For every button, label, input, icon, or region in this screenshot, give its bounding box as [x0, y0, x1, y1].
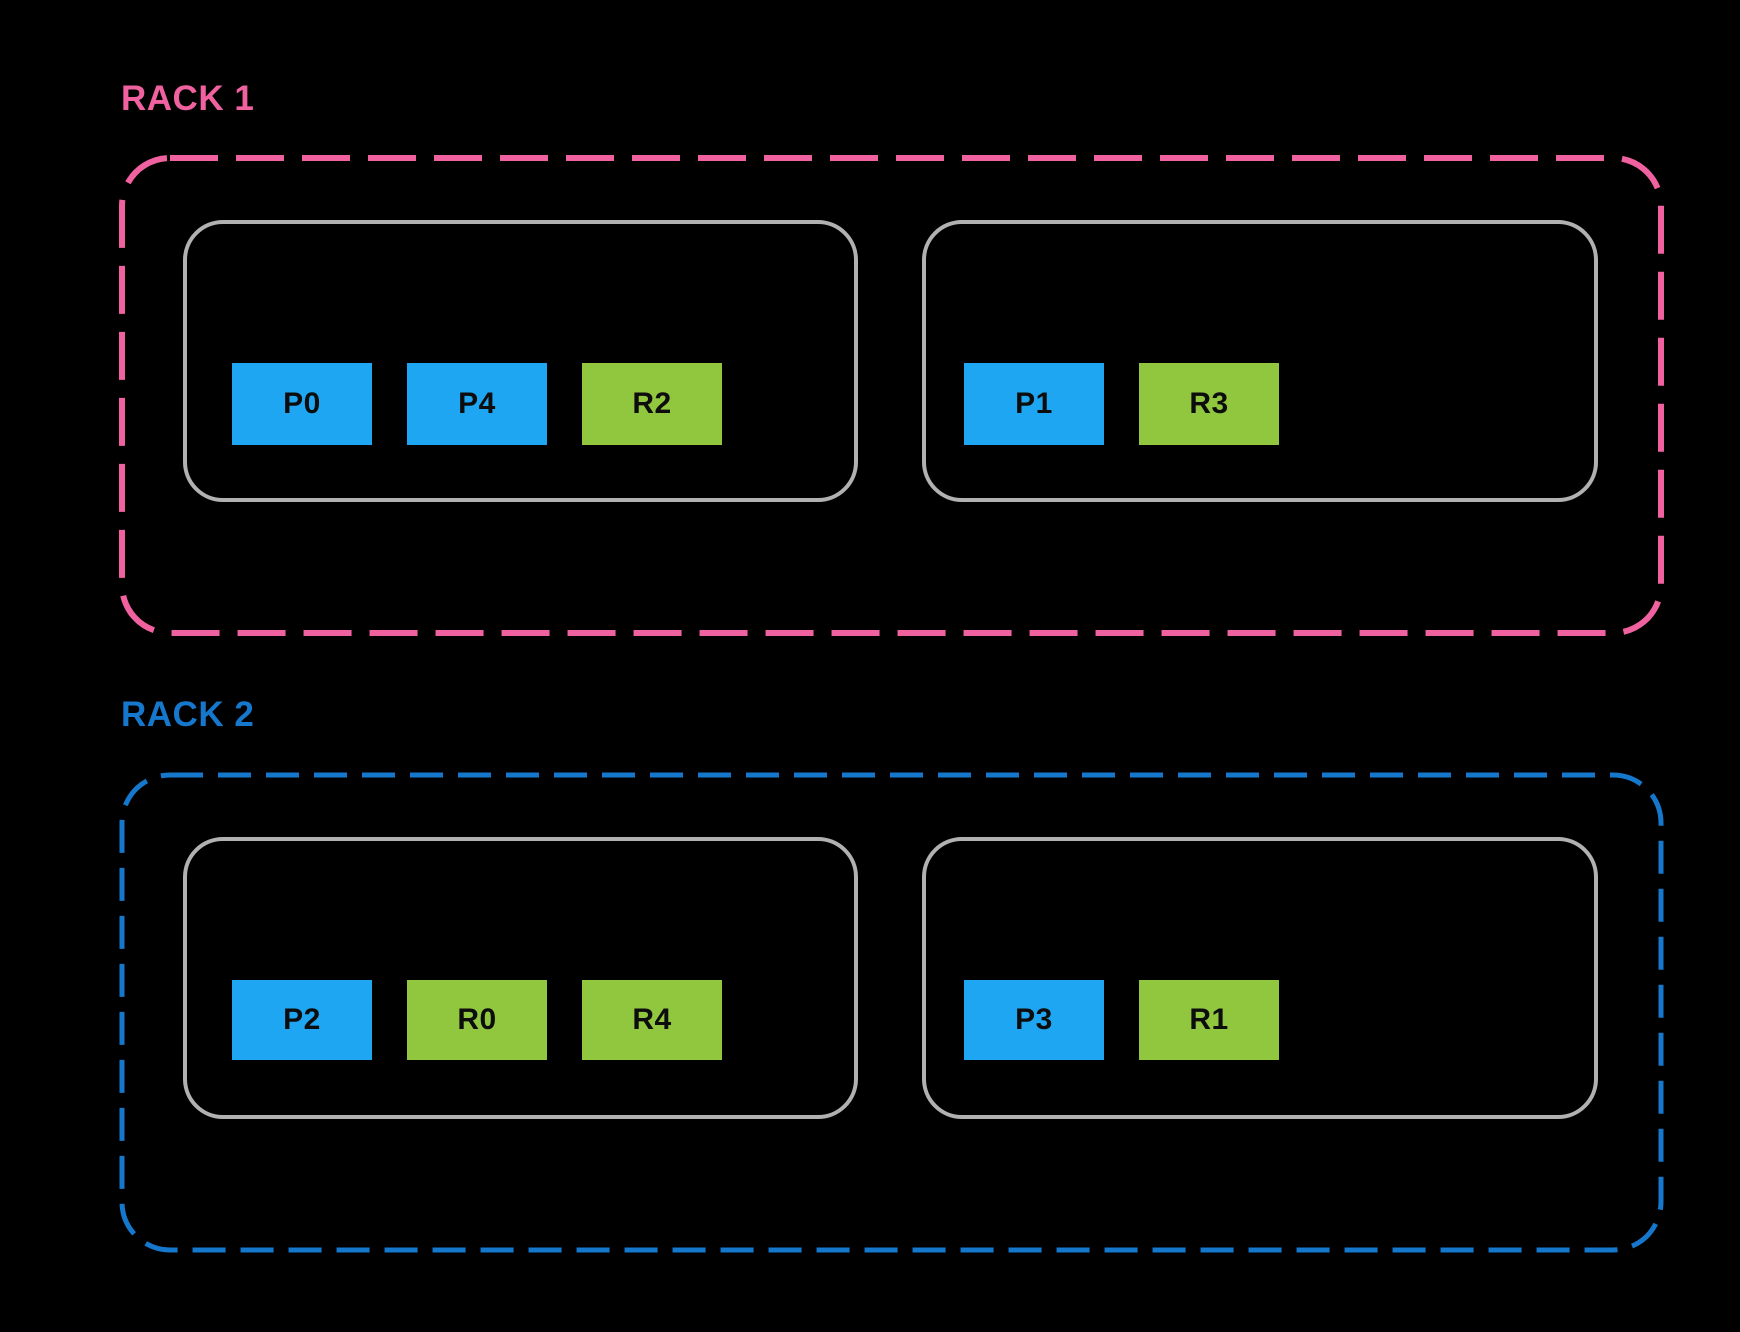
- node-p0: P0: [232, 363, 372, 445]
- node-r0: R0: [407, 980, 547, 1060]
- node-p3: P3: [964, 980, 1104, 1060]
- node-r1: R1: [1139, 980, 1279, 1060]
- node-r4: R4: [582, 980, 722, 1060]
- node-r3: R3: [1139, 363, 1279, 445]
- rack-1-label: RACK 1: [121, 79, 255, 118]
- rack-2-label: RACK 2: [121, 695, 255, 734]
- rack-2-host-1: [183, 837, 858, 1119]
- node-p2: P2: [232, 980, 372, 1060]
- node-r2: R2: [582, 363, 722, 445]
- rack-2-dashed-outline: [119, 772, 1664, 1253]
- node-p1: P1: [964, 363, 1104, 445]
- rack-2-boundary: [119, 772, 1664, 1253]
- rack-1-host-1: [183, 220, 858, 502]
- rack-1-host-2: [922, 220, 1598, 502]
- node-p4: P4: [407, 363, 547, 445]
- rack-2-host-2: [922, 837, 1598, 1119]
